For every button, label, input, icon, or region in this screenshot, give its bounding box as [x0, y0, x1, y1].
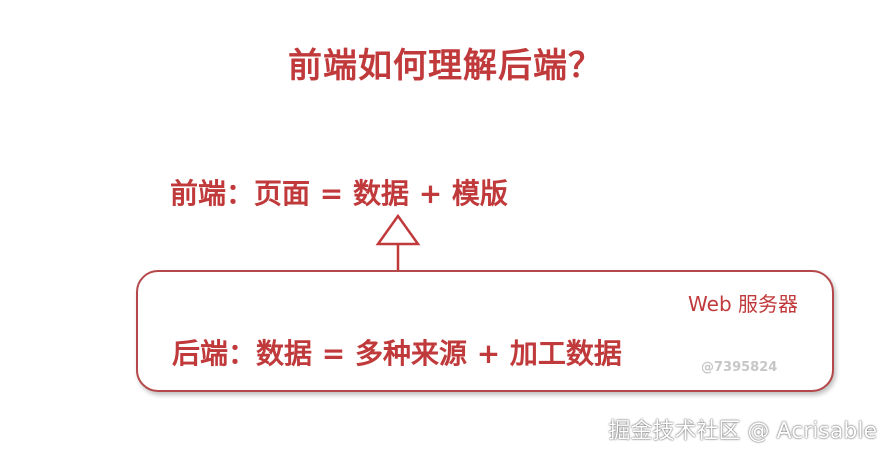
arrow-head-triangle: [375, 213, 421, 246]
inheritance-arrow: [375, 213, 421, 270]
backend-definition: 后端：数据 = 多种来源 + 加工数据: [172, 337, 622, 370]
web-server-label: Web 服务器: [688, 292, 798, 316]
web-server-box: Web 服务器 后端：数据 = 多种来源 + 加工数据 @7395824: [136, 270, 834, 392]
id-stamp: @7395824: [701, 360, 778, 375]
watermark: 掘金技术社区 @ Acrisable: [608, 419, 877, 444]
frontend-definition: 前端：页面 = 数据 + 模版: [170, 177, 508, 210]
page-title: 前端如何理解后端？: [288, 46, 603, 86]
